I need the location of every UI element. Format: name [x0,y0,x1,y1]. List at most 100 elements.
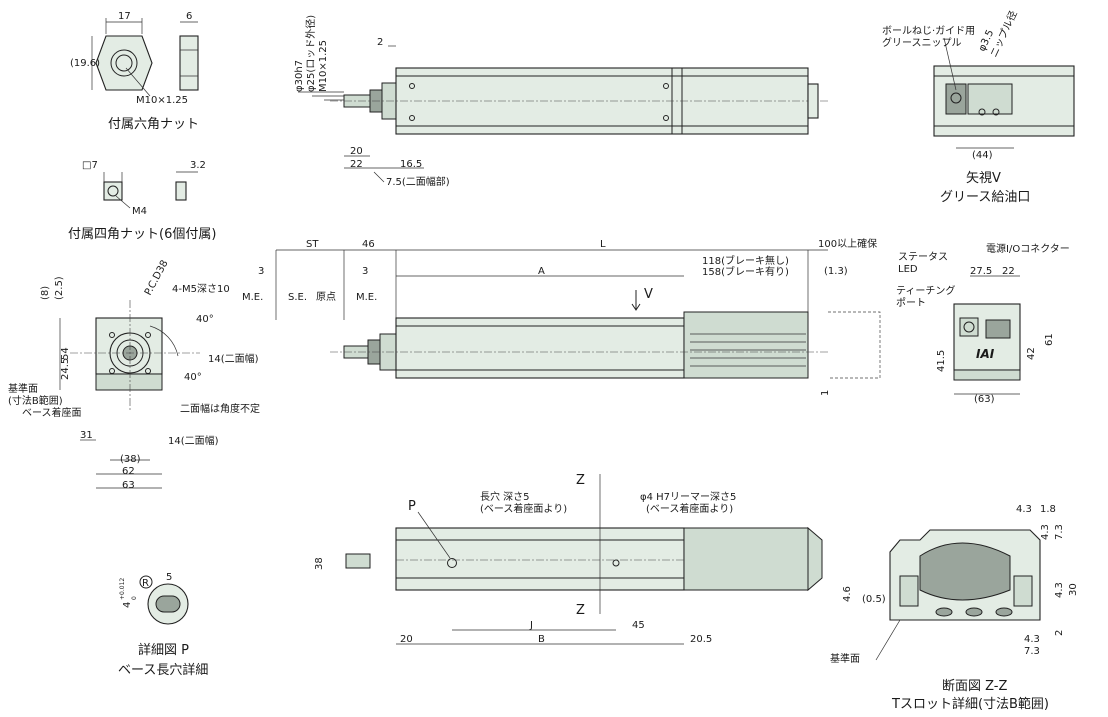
label-ref-face-2: (寸法B範囲) [8,394,63,407]
dim-5: 5 [166,572,172,583]
dim-L: L [600,239,606,250]
dim-40a: 40° [196,314,214,325]
label-ref-face-1: 基準面 [8,382,38,395]
teaching-port [959,317,979,337]
dim-1-8: 1.8 [1040,504,1056,515]
dim-6: 6 [186,11,192,22]
dim-sq7: □7 [82,160,98,171]
dim-38p: (38) [120,454,141,465]
dim-54: 54 [60,347,71,360]
hex-nut-view: 17 6 (19.6) M10×1.25 付属六角ナット [70,11,199,132]
hex-nut-front [95,35,153,91]
label-pcd: P.C.D38 [143,258,171,297]
front-end-view: P.C.D38 4-M5深さ10 40° 40° 14(二面幅) 二面幅は角度不… [8,258,260,491]
detail-p: R 5 4 +0.012 0 詳細図 P ベース長穴詳細 [118,572,208,678]
dim-B: B [538,634,545,645]
dim-45: 45 [632,620,645,631]
dim-22b: 22 [1002,266,1015,277]
dim-1-3: (1.3) [824,266,848,277]
caption-hex-nut: 付属六角ナット [108,117,199,132]
dim-20b: 20 [400,634,413,645]
controller-end-view: IAI ステータス LED ティーチング ポート 電源I/Oコネクター 27.5… [896,242,1070,405]
label-slot-2: (ベース着座面より) [480,502,567,515]
label-m5: 4-M5深さ10 [172,283,230,295]
dim-7-3b: 7.3 [1024,646,1040,657]
label-me-1: M.E. [242,292,263,303]
label-origin: 原点 [316,291,336,303]
dim-61: 61 [1044,333,1055,346]
dim-st: ST [306,239,319,250]
dim-100-clearance: 100以上確保 [818,237,877,250]
dim-3-2: 3.2 [190,160,206,171]
dim-2: 2 [377,37,383,48]
caption-section-sub: Tスロット詳細(寸法B範囲) [891,696,1049,712]
dim-30: 30 [1068,583,1079,596]
dim-118: 118(ブレーキ無し) [702,254,789,267]
label-m10: M10×1.25 [136,95,188,106]
dim-1: 1 [820,390,831,396]
label-ref-face: 基準面 [830,652,860,665]
actuator-body-side [395,317,685,379]
dim-20-5: 20.5 [690,634,712,645]
iai-logo: IAI [976,347,995,361]
label-slot-1: 長穴 深さ5 [480,490,530,503]
dim-4-6: 4.6 [842,586,853,602]
dim-tol-sup: +0.012 [119,578,126,600]
dim-27-5: 27.5 [970,266,992,277]
dim-4-3d: 4.3 [1024,634,1040,645]
arrow-view-v: ボールねじ·ガイド用 グリースニップル φ3.5 ニップル径 (44) 矢視V … [882,8,1075,205]
caption-grease-port: グリース給油口 [940,190,1030,205]
caption-square-nut: 付属四角ナット(6個付属) [68,227,216,242]
label-flats-note: 二面幅は角度不定 [180,402,260,415]
bottom-view: Z Z P 長穴 深さ5 (ベース着座面より) φ4 H7リーマー深さ5 (ベー… [314,473,823,645]
label-p: P [408,499,416,514]
dim-44: (44) [972,150,993,161]
actuator-body-bottom [395,527,685,591]
dim-41-5: 41.5 [936,350,947,372]
dim-7-3a: 7.3 [1054,524,1065,540]
dim-63p: (63) [974,394,995,405]
dim-42: 42 [1026,347,1037,360]
dim-8: (8) [40,286,51,300]
dim-24-5: 24.5 [60,358,71,380]
label-grease-nipple-1: ボールねじ·ガイド用 [882,25,975,37]
label-ream-1: φ4 H7リーマー深さ5 [640,491,736,503]
label-z-top: Z [576,473,585,488]
dim-22: 22 [350,159,363,170]
label-ream-2: (ベース着座面より) [646,502,733,515]
label-teach-1: ティーチング [896,284,955,297]
label-se: S.E. [288,292,307,303]
dim-tol-4: 4 [122,602,133,608]
label-view-v: V [644,287,653,302]
label-base-face: ベース着座面 [22,406,82,419]
square-nut-front [103,181,123,201]
side-view: ST 46 L 100以上確保 A 118(ブレーキ無し) 158(ブレーキ有り… [242,237,881,396]
label-m4: M4 [132,206,147,217]
label-phi25: φ25(ロッド外径) [304,15,317,92]
dim-A: A [538,266,545,277]
label-z-bottom: Z [576,603,585,618]
caption-detail-p: 詳細図 P [138,642,189,658]
dim-4-3c: 4.3 [1054,582,1065,598]
dim-20: 20 [350,146,363,157]
dim-0-5: (0.5) [862,594,886,605]
label-me-2: M.E. [356,292,377,303]
dim-3a: 3 [258,266,264,277]
label-status-1: ステータス [898,251,948,263]
caption-detail-p-sub: ベース長穴詳細 [118,662,208,678]
label-rod-m10: M10×1.25 [318,40,329,92]
top-view: φ30h7 φ25(ロッド外径) M10×1.25 2 20 22 16.5 7… [294,15,830,188]
dim-2b: 2 [1054,630,1065,636]
dim-63: 63 [122,480,135,491]
dim-40b: 40° [184,372,202,383]
dim-38: 38 [314,557,325,570]
section-zz: 4.3 1.8 4.3 7.3 4.3 30 2 (0.5) 4.6 4.3 7… [830,504,1079,712]
dim-4-3b: 4.3 [1040,524,1051,540]
square-nut-side [175,181,187,201]
dim-flats14a: 14(二面幅) [208,352,259,365]
label-status-2: LED [898,264,918,275]
dim-J: J [529,620,533,631]
dim-19-6: (19.6) [70,58,100,69]
dim-62: 62 [122,466,135,477]
